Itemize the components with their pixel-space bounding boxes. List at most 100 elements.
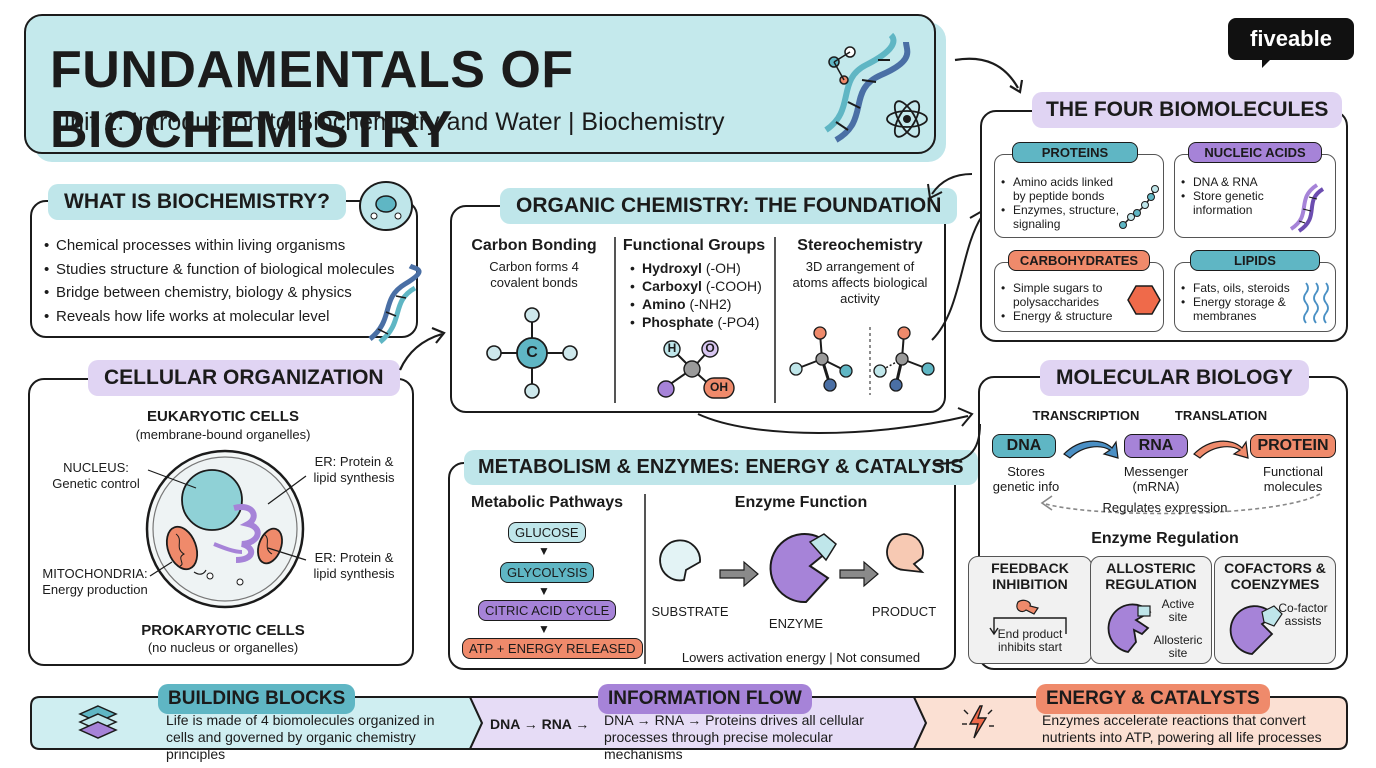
building-text: Life is made of 4 biomolecules organized…	[166, 712, 435, 762]
list-item: Reveals how life works at molecular leve…	[42, 305, 395, 329]
list-item: Hydroxyl (-OH)	[628, 259, 762, 277]
fg-formula: (-PO4)	[717, 314, 760, 330]
carbon-atom-label: C	[526, 344, 538, 361]
dna-desc: Stores genetic info	[992, 464, 1060, 494]
lipids-bullets: Fats, oils, steroids Energy storage & me…	[1179, 281, 1297, 323]
regulates-label: Regulates expression	[1102, 500, 1228, 515]
protein-desc: Functional molecules	[1263, 464, 1323, 494]
list-item: Phosphate (-PO4)	[628, 313, 762, 331]
er-bottom-desc: lipid synthesis	[313, 566, 395, 581]
cellular-title: CELLULAR ORGANIZATION	[88, 360, 400, 396]
list-item: Simple sugars to polysaccharides	[999, 281, 1129, 309]
transcription-label: TRANSCRIPTION	[1032, 408, 1140, 423]
feedback-loop-icon	[989, 599, 1067, 636]
page-subtitle: Unit 1: Introduction to Biochemistry and…	[52, 108, 725, 136]
enzyme-label: ENZYME	[768, 616, 824, 631]
eukaryotic-cell-diagram	[145, 449, 305, 609]
prok-title: PROKARYOTIC CELLS	[141, 622, 305, 639]
feedback-title: FEEDBACK INHIBITION	[991, 560, 1069, 592]
prok-sub: (no nucleus or organelles)	[147, 640, 299, 655]
er-top-label-text: ER: Protein &	[314, 454, 394, 469]
product-label: PRODUCT	[871, 604, 937, 619]
down-arrow: ▼	[538, 622, 550, 636]
fg-name: Amino	[642, 296, 686, 312]
hexagon-sugar-icon	[1127, 285, 1161, 315]
proteins-title: PROTEINS	[1012, 142, 1138, 163]
er-bottom-label-text: ER: Protein &	[314, 550, 394, 565]
fg-name: Phosphate	[642, 314, 714, 330]
proteins-bullets: Amino acids linked by peptide bonds Enzy…	[999, 175, 1125, 231]
carbon-molecule-diagram	[486, 307, 578, 399]
stereo-heading: Stereochemistry	[797, 237, 923, 254]
organic-title: ORGANIC CHEMISTRY: THE FOUNDATION	[500, 188, 958, 224]
rna-node: RNA	[1124, 434, 1188, 458]
what-is-title: WHAT IS BIOCHEMISTRY?	[48, 184, 346, 220]
enzyme-caption: Lowers activation energy | Not consumed	[681, 650, 921, 665]
er-top-desc: lipid synthesis	[313, 470, 395, 485]
allosteric-site-label: Allosteric site	[1153, 633, 1203, 660]
mito-desc: Energy production	[42, 582, 148, 597]
lipids-title: LIPIDS	[1190, 250, 1320, 271]
lipid-tails-icon	[1303, 282, 1329, 324]
what-is-panel: Chemical processes within living organis…	[30, 200, 418, 338]
step-glucose: GLUCOSE	[508, 522, 586, 543]
metabolism-panel: Metabolic Pathways GLUCOSE ▼ GLYCOLYSIS …	[448, 462, 956, 670]
euk-sub: (membrane-bound organelles)	[135, 427, 311, 442]
arrow-metabolism-to-molbio	[933, 423, 981, 465]
info-title: INFORMATION FLOW	[598, 684, 812, 714]
nucleic-title: NUCLEIC ACIDS	[1188, 142, 1322, 163]
transcription-arrow	[1063, 440, 1119, 459]
allosteric-card	[1090, 556, 1212, 664]
functional-heading: Functional Groups	[622, 237, 766, 254]
atom-icon	[886, 100, 928, 138]
proteins-card: Amino acids linked by peptide bonds Enzy…	[994, 154, 1164, 238]
header-panel: FUNDAMENTALS OF BIOCHEMISTRY Unit 1: Int…	[24, 14, 936, 159]
peptide-chain-icon	[1119, 185, 1159, 229]
carbon-heading: Carbon Bonding	[471, 237, 597, 254]
nucleic-bullets: DNA & RNA Store genetic information	[1179, 175, 1279, 217]
organic-panel: Carbon Bonding Carbon forms 4 covalent b…	[450, 205, 946, 413]
nucleus-label: NUCLEUS: Genetic control	[42, 460, 150, 492]
list-item: DNA & RNA	[1179, 175, 1279, 189]
divider	[614, 237, 616, 403]
info-text: DNA → RNA → Proteins drives all cellular…	[604, 712, 864, 762]
molbio-title: MOLECULAR BIOLOGY	[1040, 360, 1309, 396]
fg-formula: (-NH2)	[689, 296, 732, 312]
logo-text: fiveable	[1250, 26, 1332, 51]
dna-small-icon	[368, 263, 422, 344]
logo-tail	[1262, 58, 1272, 68]
cofactor-text: Co-factor assists	[1278, 601, 1328, 628]
list-item: Carboxyl (-COOH)	[628, 277, 762, 295]
layers-icon	[78, 705, 118, 739]
euk-title: EUKARYOTIC CELLS	[147, 408, 299, 425]
protein-node: PROTEIN	[1250, 434, 1336, 458]
cellular-panel: EUKARYOTIC CELLS (membrane-bound organel…	[28, 378, 414, 666]
info-flow: DNA → RNA →	[490, 716, 590, 732]
fiveable-logo[interactable]: fiveable	[1228, 18, 1354, 68]
stereo-diagram	[789, 326, 935, 395]
building-title: BUILDING BLOCKS	[158, 684, 356, 714]
list-item: Fats, oils, steroids	[1179, 281, 1297, 295]
rna-desc: Messenger (mRNA)	[1123, 464, 1189, 494]
fg-name: Carboxyl	[642, 278, 702, 294]
atom-oh-label: OH	[710, 380, 728, 394]
mito-label: MITOCHONDRIA: Energy production	[36, 566, 154, 598]
atom-o-label: O	[705, 341, 715, 355]
stereo-text: 3D arrangement of atoms affects biologic…	[792, 259, 928, 306]
carbon-text: Carbon forms 4 covalent bonds	[489, 259, 579, 290]
divider	[644, 494, 646, 664]
list-item: Amino acids linked by peptide bonds	[999, 175, 1125, 203]
arrow-to-organic	[398, 326, 446, 371]
list-item: Studies structure & function of biologic…	[42, 258, 395, 282]
reg-title: Enzyme Regulation	[1091, 530, 1239, 547]
dna-node: DNA	[992, 434, 1056, 458]
pathways-heading: Metabolic Pathways	[470, 494, 624, 511]
page-title: FUNDAMENTALS OF BIOCHEMISTRY	[50, 41, 574, 159]
metabolism-title: METABOLISM & ENZYMES: ENERGY & CATALYSIS	[464, 450, 978, 485]
arrow-organic-to-molbio	[697, 407, 974, 434]
substrate-label: SUBSTRATE	[651, 604, 729, 619]
list-item: Chemical processes within living organis…	[42, 234, 395, 258]
atom-h-label: H	[667, 341, 677, 355]
energy-title: ENERGY & CATALYSTS	[1036, 684, 1270, 714]
carbs-title: CARBOHYDRATES	[1008, 250, 1150, 271]
